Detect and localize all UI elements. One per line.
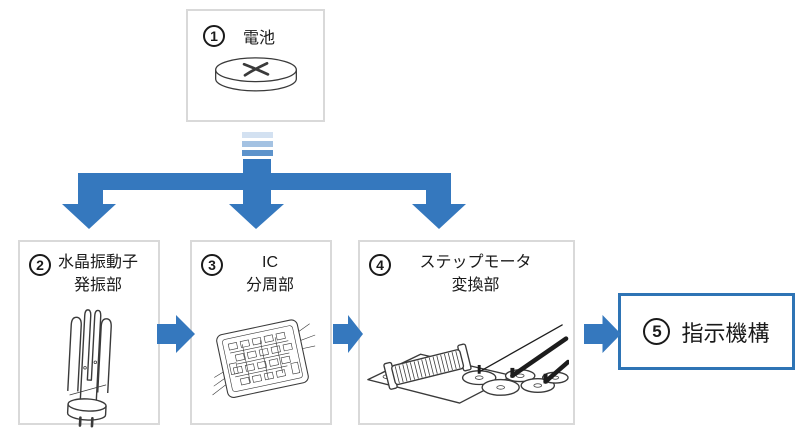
step-title: 水晶振動子 発振部 xyxy=(57,254,138,294)
flow-step-battery: 1 電池 xyxy=(186,9,325,122)
step-header: 5 指示機構 xyxy=(621,296,792,367)
step-number-badge: 5 xyxy=(643,318,671,345)
step-number-badge: 2 xyxy=(29,254,51,276)
flow-step-crystal-oscillator: 2 水晶振動子 発振部 xyxy=(18,240,160,428)
step-title: ステップモータ 変換部 xyxy=(419,254,532,294)
flow-step-step-motor: 4 ステップモータ 変換部 xyxy=(358,240,575,425)
step-number-badge: 4 xyxy=(369,254,391,276)
step-title: 電池 xyxy=(243,30,276,47)
step-title: 指示機構 xyxy=(681,320,770,346)
quartz-crystal-illustration xyxy=(66,309,112,428)
step-header: 2 水晶振動子 発振部 xyxy=(20,242,158,307)
step-header: 3 IC 分周部 xyxy=(192,242,330,307)
coin-battery-illustration xyxy=(214,57,297,92)
flow-step-indication-mechanism: 5 指示機構 xyxy=(618,293,795,370)
flow-step-ic-divider: 3 IC 分周部 xyxy=(190,240,332,425)
ic-chip-illustration xyxy=(212,319,316,398)
step-number-badge: 3 xyxy=(201,254,223,276)
step-title: IC 分周部 xyxy=(245,254,294,294)
step-header: 4 ステップモータ 変換部 xyxy=(360,242,573,307)
step-number-badge: 1 xyxy=(203,25,225,47)
flow-arrow-4-to-5 xyxy=(584,315,621,353)
step-motor-gear-train-illustration xyxy=(367,324,569,404)
step-header: 1 電池 xyxy=(188,11,323,48)
